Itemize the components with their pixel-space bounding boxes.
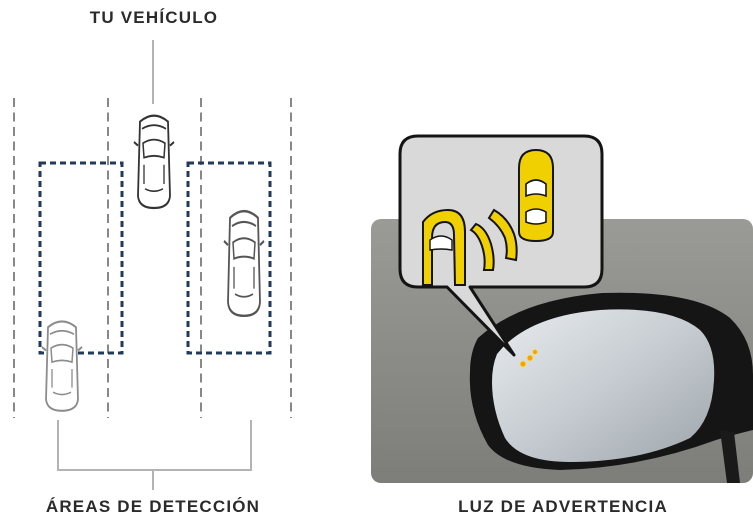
warning-light-label: LUZ DE ADVERTENCIA bbox=[458, 497, 668, 516]
left-detection-zone bbox=[38, 161, 124, 355]
lane-markings bbox=[13, 98, 292, 418]
detection-areas-bracket bbox=[57, 420, 252, 490]
mirror-warning-light bbox=[519, 348, 539, 368]
your-vehicle-label: TU VEHÍCULO bbox=[89, 8, 219, 27]
detection-areas-label: ÁREAS DE DETECCIÓN bbox=[45, 497, 261, 516]
blind-spot-warning-icon bbox=[422, 148, 554, 286]
host-vehicle bbox=[132, 114, 176, 210]
left-lane-vehicle bbox=[40, 320, 84, 412]
right-detection-zone bbox=[186, 161, 272, 355]
side-mirror-image bbox=[371, 219, 753, 483]
right-lane-vehicle bbox=[222, 209, 266, 318]
